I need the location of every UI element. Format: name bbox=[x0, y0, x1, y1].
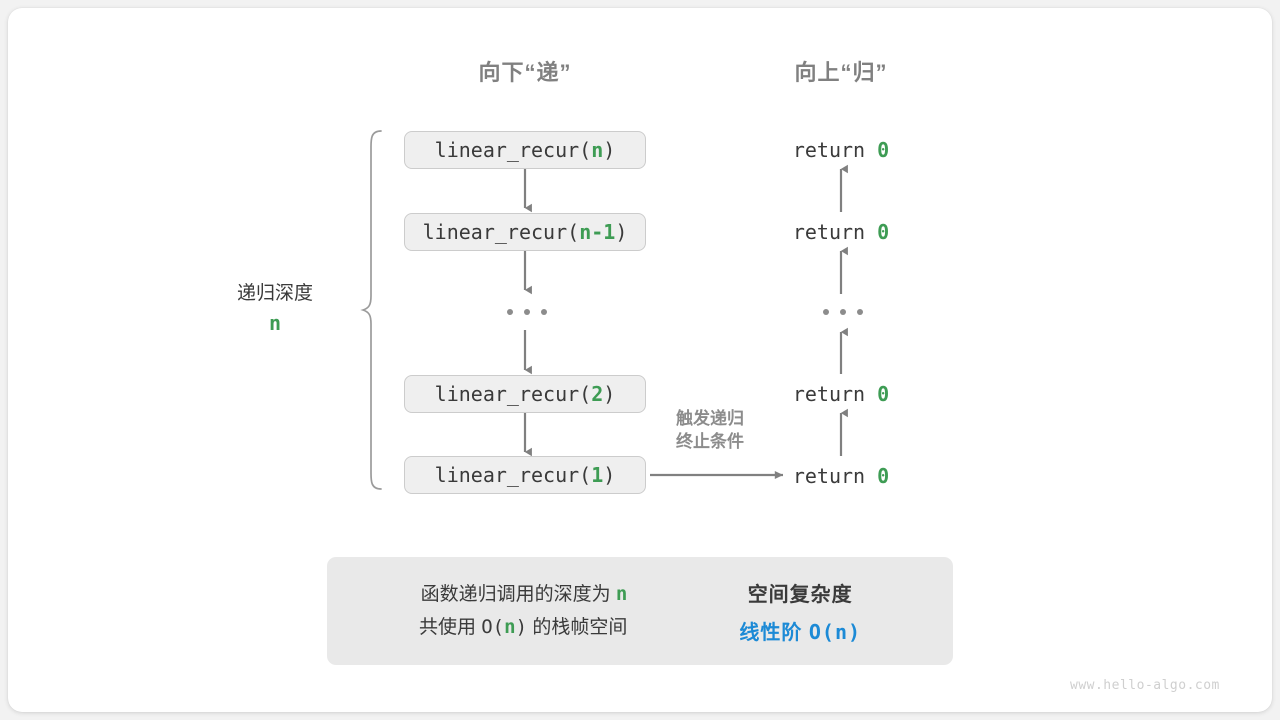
call-frame-arg: 2 bbox=[591, 382, 604, 406]
ellipsis-dot bbox=[840, 309, 846, 315]
call-frame-box[interactable]: linear_recur(n-1) bbox=[404, 213, 646, 251]
return-label: return 0 bbox=[741, 220, 941, 244]
call-frame-arg: n-1 bbox=[579, 220, 616, 244]
summary-premise-bigo-open: O( bbox=[481, 616, 505, 638]
call-frame-prefix: linear_recur( bbox=[434, 463, 592, 487]
watermark: www.hello-algo.com bbox=[1070, 678, 1220, 693]
return-label: return 0 bbox=[741, 464, 941, 488]
call-frame-suffix: ) bbox=[603, 138, 616, 162]
base-case-note-line1: 触发递归 bbox=[676, 409, 744, 428]
return-keyword: return bbox=[792, 464, 866, 488]
ellipsis-dot bbox=[857, 309, 863, 315]
call-frame-prefix: linear_recur( bbox=[434, 138, 592, 162]
call-frame-prefix: linear_recur( bbox=[434, 382, 592, 406]
base-case-note-line2: 终止条件 bbox=[676, 431, 744, 451]
return-keyword: return bbox=[792, 382, 866, 406]
call-frame-suffix: ) bbox=[603, 463, 616, 487]
summary-premise-n: n bbox=[615, 582, 628, 605]
header-descend: 向下“递” bbox=[478, 60, 572, 85]
call-frame-box[interactable]: linear_recur(n) bbox=[404, 131, 646, 169]
summary-conclusion-title: 空间复杂度 bbox=[747, 583, 853, 606]
summary-premise-line2: 共使用 O(n) 的栈帧空间 bbox=[419, 611, 627, 644]
ellipsis-dot bbox=[541, 309, 547, 315]
call-frame-prefix: linear_recur( bbox=[422, 220, 580, 244]
summary-conclusion-value: 线性阶 O(n) bbox=[739, 616, 861, 645]
summary-conclusion: 空间复杂度 线性阶 O(n) bbox=[739, 578, 861, 645]
return-column-ellipsis bbox=[823, 309, 863, 315]
recursion-depth-value: n bbox=[268, 311, 282, 335]
call-frame-arg: n bbox=[591, 138, 604, 162]
base-case-note: 触发递归 终止条件 bbox=[628, 408, 792, 454]
summary-premise-bigo-close: ) bbox=[515, 616, 528, 638]
return-value: 0 bbox=[877, 382, 890, 406]
summary-premise-text1: 函数递归调用的深度为 bbox=[420, 583, 611, 605]
call-frame-suffix: ) bbox=[603, 382, 616, 406]
return-label: return 0 bbox=[741, 382, 941, 406]
ellipsis-dot bbox=[507, 309, 513, 315]
ellipsis-dot bbox=[524, 309, 530, 315]
return-value: 0 bbox=[877, 220, 890, 244]
recursion-depth-label: 递归深度 n bbox=[185, 278, 365, 335]
ellipsis-dot bbox=[823, 309, 829, 315]
summary-premise-bigo-n: n bbox=[504, 616, 516, 638]
header-ascend: 向上“归” bbox=[794, 60, 888, 85]
complexity-class-label: 线性阶 bbox=[739, 621, 803, 644]
return-value: 0 bbox=[877, 138, 890, 162]
return-keyword: return bbox=[792, 220, 866, 244]
complexity-big-o: O(n) bbox=[808, 619, 862, 644]
summary-premise: 函数递归调用的深度为 n 共使用 O(n) 的栈帧空间 bbox=[419, 578, 627, 645]
summary-premise-text3: 的栈帧空间 bbox=[532, 617, 628, 638]
call-frame-arg: 1 bbox=[591, 463, 604, 487]
call-frame-suffix: ) bbox=[615, 220, 628, 244]
summary-premise-text2: 共使用 bbox=[418, 617, 476, 638]
call-frame-box[interactable]: linear_recur(1) bbox=[404, 456, 646, 494]
call-frame-box[interactable]: linear_recur(2) bbox=[404, 375, 646, 413]
return-keyword: return bbox=[792, 138, 866, 162]
recursion-depth-text: 递归深度 bbox=[236, 283, 313, 304]
return-label: return 0 bbox=[741, 138, 941, 162]
call-column-ellipsis bbox=[507, 309, 547, 315]
return-value: 0 bbox=[877, 464, 890, 488]
summary-panel: 函数递归调用的深度为 n 共使用 O(n) 的栈帧空间 空间复杂度 线性阶 O(… bbox=[327, 557, 953, 665]
summary-premise-line1: 函数递归调用的深度为 n bbox=[419, 578, 628, 611]
